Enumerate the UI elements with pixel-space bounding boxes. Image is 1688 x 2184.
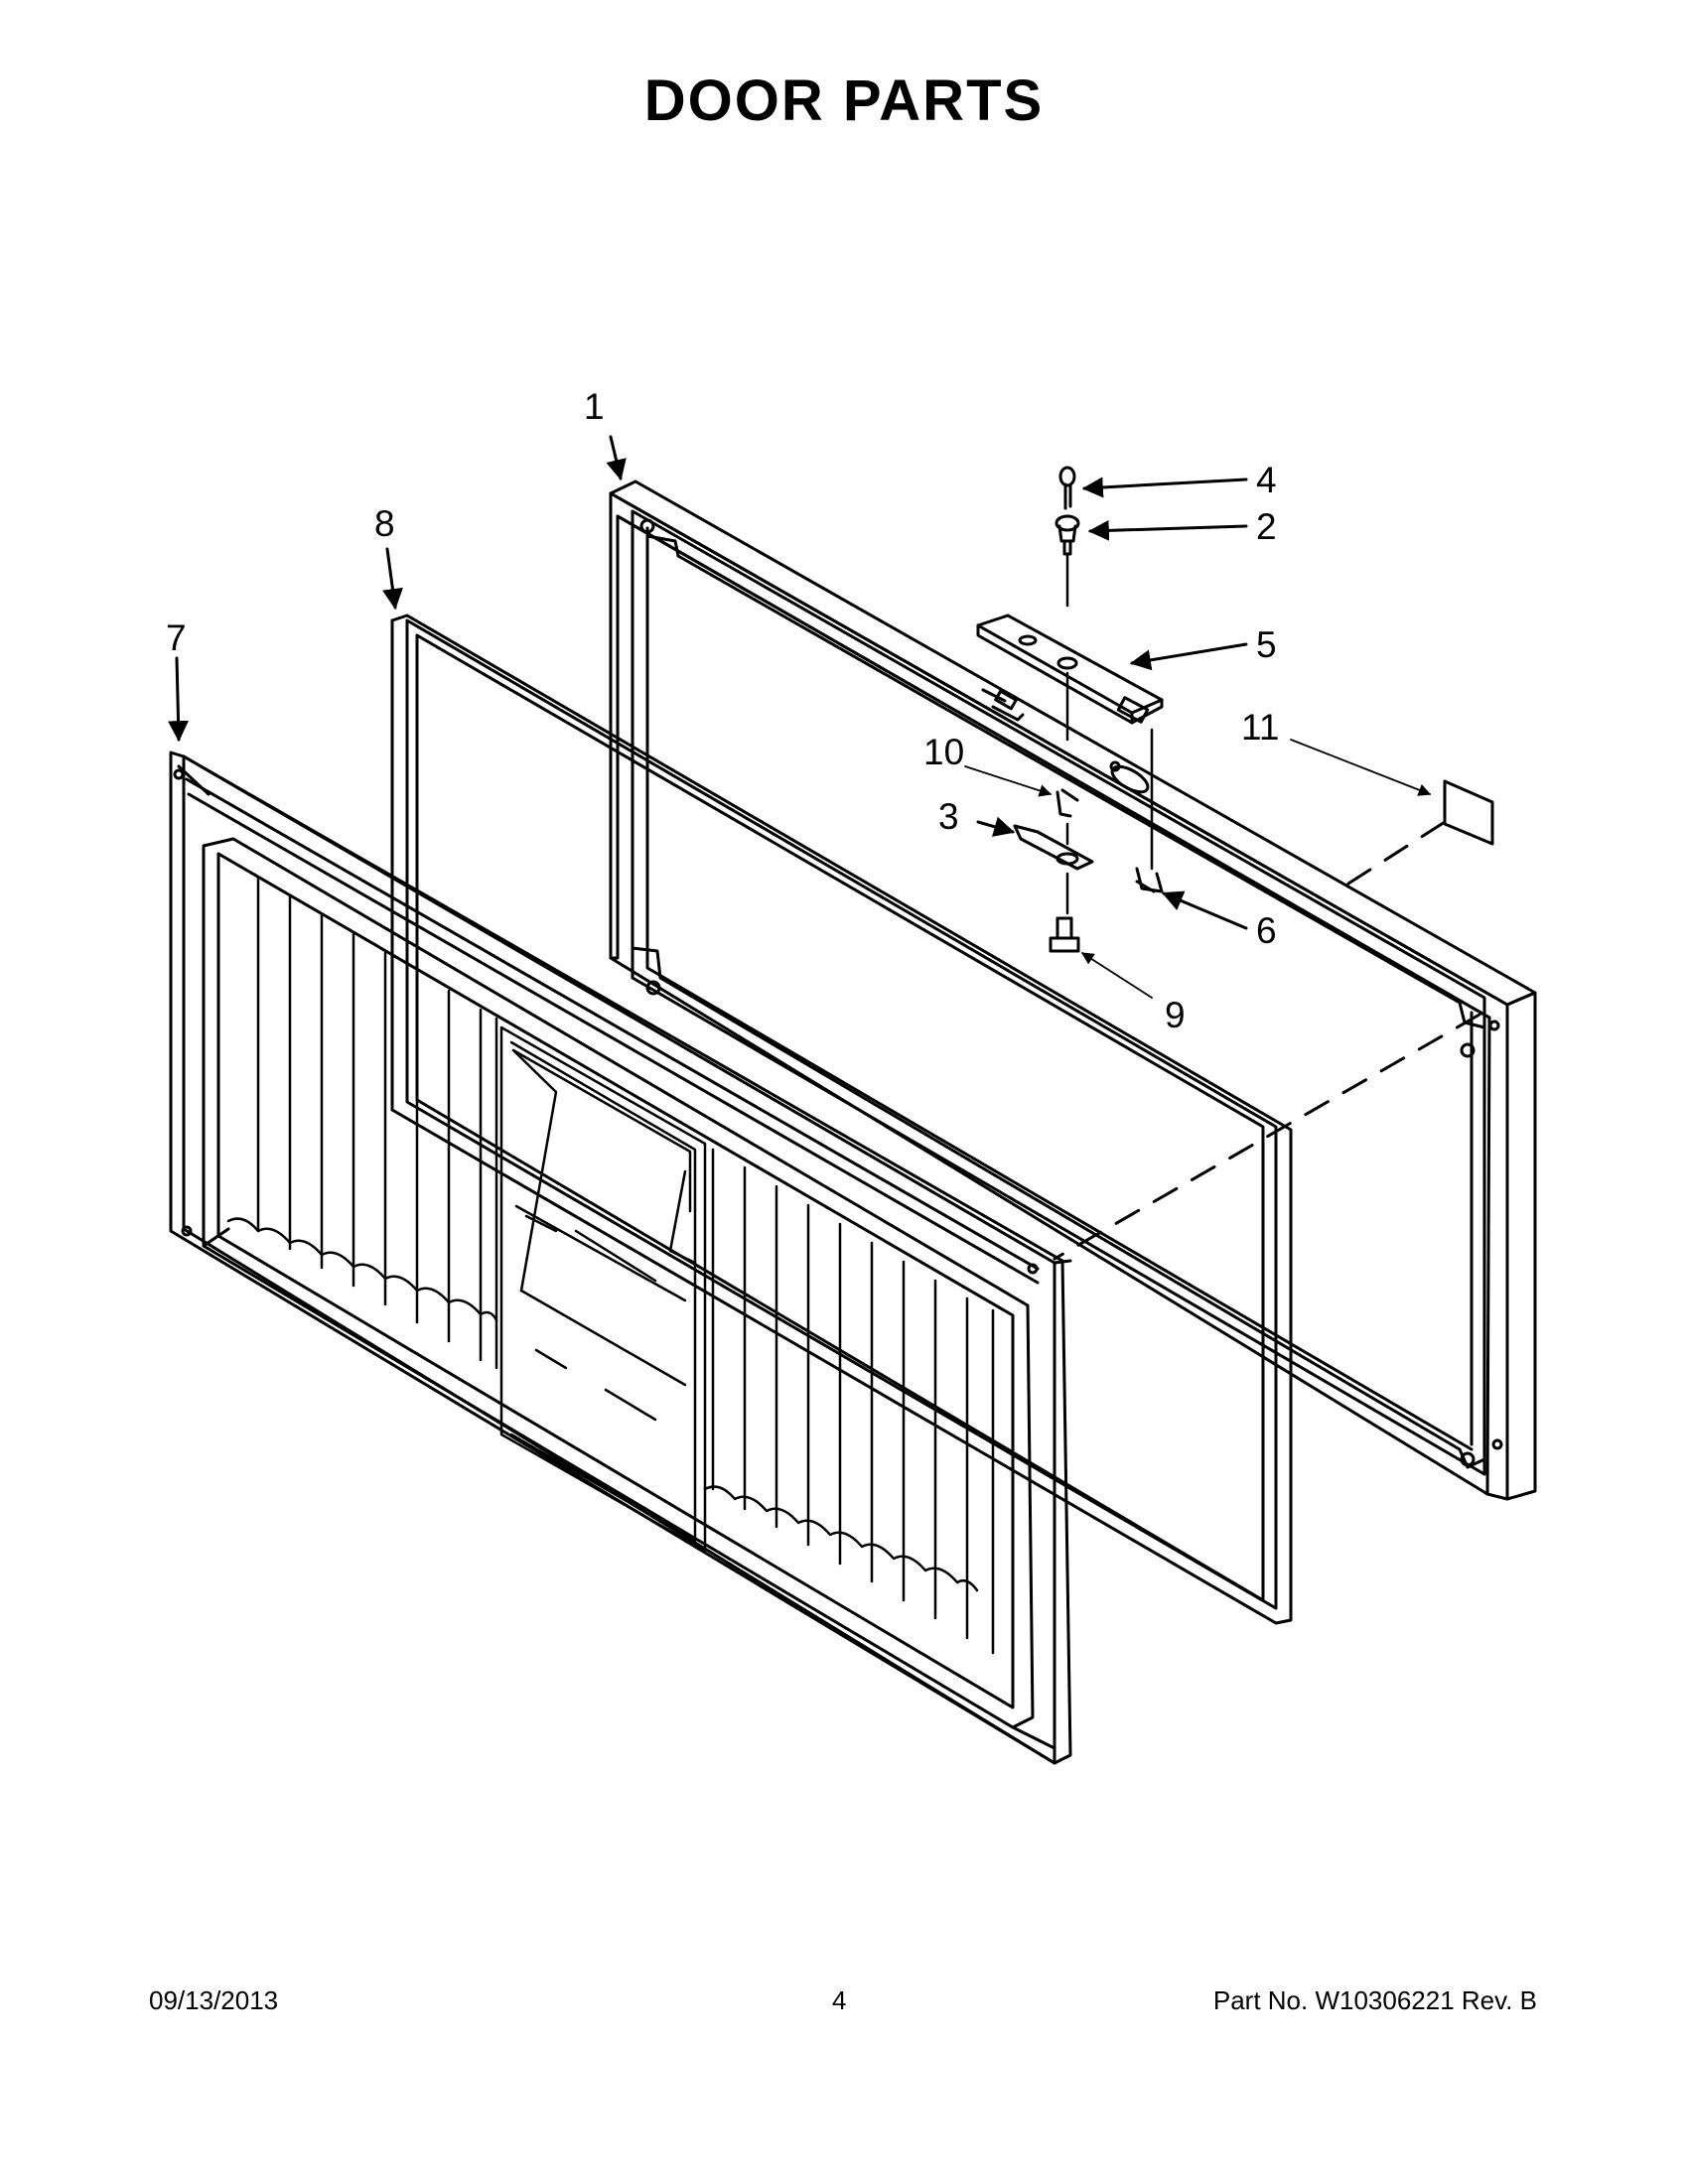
- part-10-washer: [1055, 788, 1079, 818]
- part-2-bushing: [1055, 514, 1080, 556]
- footer-date: 09/13/2013: [149, 1985, 279, 2015]
- callout-9: 9: [1165, 995, 1186, 1035]
- part-9-screw: [1049, 916, 1080, 953]
- callout-7: 7: [166, 617, 187, 658]
- callout-4: 4: [1256, 460, 1277, 500]
- callout-11: 11: [1241, 707, 1279, 748]
- part-4-screw: [1058, 466, 1076, 510]
- part-6-clip: [1135, 867, 1164, 893]
- leader-4: [1081, 477, 1248, 498]
- leader-11: [1290, 739, 1432, 796]
- leader-10: [964, 765, 1053, 797]
- footer-part-number: Part No. W10306221 Rev. B: [1212, 1985, 1537, 2015]
- part-11-label: [1443, 779, 1494, 846]
- part-5-hinge-bracket: [976, 614, 1164, 725]
- leader-5: [1129, 642, 1248, 671]
- callout-10: 10: [923, 732, 964, 772]
- callout-2: 2: [1256, 506, 1277, 547]
- part-7-door-panel: [169, 751, 1072, 1765]
- leader-2: [1087, 519, 1248, 541]
- part-1-door-liner: [609, 479, 1537, 1501]
- callout-8: 8: [374, 503, 395, 544]
- leader-8: [382, 547, 403, 611]
- footer-page-number: 4: [832, 1985, 847, 2015]
- leader-6: [1162, 890, 1248, 930]
- leader-1: [606, 435, 627, 481]
- callout-1: 1: [584, 386, 605, 427]
- callout-3: 3: [938, 796, 959, 837]
- leader-9: [1080, 952, 1153, 999]
- callout-5: 5: [1256, 624, 1277, 665]
- page-title: DOOR PARTS: [643, 68, 1045, 133]
- part-3-shim: [1013, 824, 1094, 871]
- leader-3: [976, 816, 1016, 837]
- part-8-gasket: [390, 614, 1293, 1625]
- leader-7: [168, 656, 190, 743]
- callout-6: 6: [1256, 910, 1277, 951]
